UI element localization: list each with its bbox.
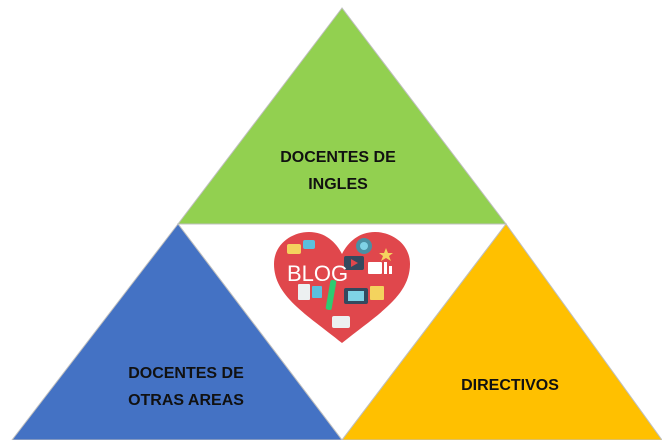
right-label-line1: DIRECTIVOS — [461, 377, 559, 394]
right-label: DIRECTIVOS — [420, 372, 600, 399]
left-label-line1: DOCENTES DE — [128, 365, 244, 382]
heart-shape — [274, 232, 410, 343]
left-label: DOCENTES DE OTRAS AREAS — [96, 360, 276, 414]
top-triangle — [176, 7, 508, 225]
top-label-line1: DOCENTES DE — [280, 149, 396, 166]
left-label-line2: OTRAS AREAS — [128, 392, 244, 409]
blog-logo-text: BLOG — [287, 261, 348, 286]
top-label-line2: INGLES — [308, 176, 368, 193]
blog-heart-icon: BLOG — [274, 232, 410, 343]
top-label: DOCENTES DE INGLES — [248, 144, 428, 198]
left-triangle — [11, 223, 343, 440]
right-triangle — [341, 223, 662, 440]
